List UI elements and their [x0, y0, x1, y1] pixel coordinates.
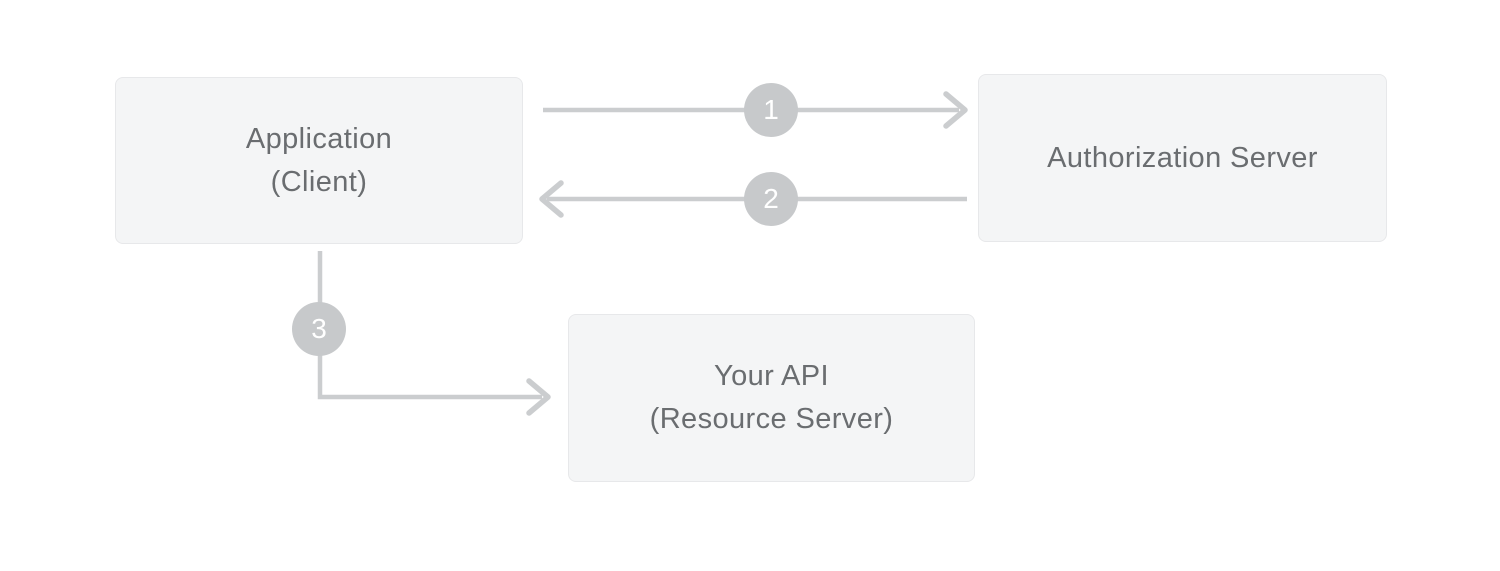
- node-authorization-server-label: Authorization Server: [1047, 141, 1318, 174]
- step-badge-1-number: 1: [763, 94, 779, 125]
- step-badge-3: 3: [292, 302, 346, 356]
- node-your-api: Your API (Resource Server): [568, 314, 975, 482]
- step-badge-2-number: 2: [763, 183, 779, 214]
- node-application-label-line1: Application: [245, 122, 393, 155]
- arrow-2-head-icon: [539, 180, 564, 218]
- arrow-3-head-icon: [526, 378, 551, 416]
- node-your-api-label-line1: Your API: [714, 360, 829, 392]
- arrow-1-head-icon: [943, 91, 968, 129]
- node-application: Application (Client): [115, 77, 523, 244]
- step-badge-2: 2: [744, 172, 798, 226]
- node-authorization-server: Authorization Server: [978, 74, 1387, 242]
- step-badge-1: 1: [744, 83, 798, 137]
- node-application-label-line2: (Client): [270, 165, 368, 198]
- arrow-3-line: [317, 251, 542, 400]
- node-your-api-label-line2: (Resource Server): [649, 403, 894, 435]
- step-badge-3-number: 3: [311, 313, 327, 344]
